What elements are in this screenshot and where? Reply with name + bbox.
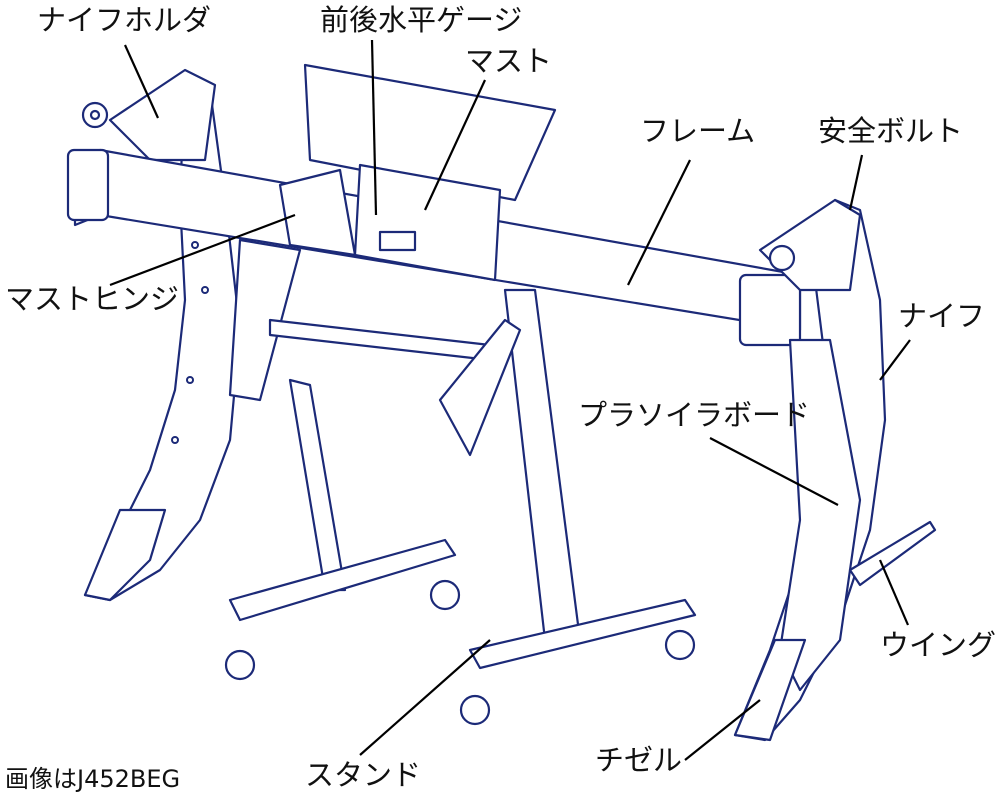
label-chisel: チゼル bbox=[595, 743, 683, 777]
stands bbox=[224, 288, 697, 726]
label-frame: フレーム bbox=[640, 114, 756, 148]
left-knife bbox=[81, 68, 242, 602]
leader-lines bbox=[109, 39, 911, 761]
label-stand: スタンド bbox=[305, 758, 422, 792]
label-safety-bolt: 安全ボルト bbox=[818, 114, 964, 148]
label-level-gauge: 前後水平ゲージ bbox=[320, 3, 523, 37]
label-mast: マスト bbox=[465, 44, 553, 78]
label-plasoila-board: プラソイラボード bbox=[578, 398, 811, 432]
label-knife-holder: ナイフホルダ bbox=[37, 3, 212, 37]
label-mast-hinge: マストヒンジ bbox=[5, 282, 180, 316]
label-knife: ナイフ bbox=[898, 299, 986, 333]
label-wing: ウイング bbox=[880, 628, 997, 662]
mast bbox=[228, 63, 557, 402]
right-knife bbox=[733, 198, 937, 742]
image-model-note: 画像はJ452BEG bbox=[5, 765, 181, 793]
